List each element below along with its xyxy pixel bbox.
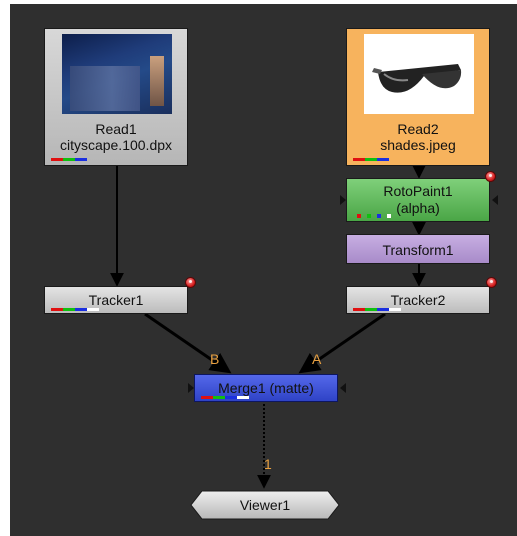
node-title: Tracker1 (88, 292, 144, 308)
channel-alpha (237, 396, 249, 399)
node-merge1[interactable]: Merge1 (matte) (194, 374, 338, 402)
wire-tracker1-merge-b[interactable] (144, 312, 232, 374)
node-filename: cityscape.100.dpx (59, 137, 173, 153)
thumbnail-figure (150, 56, 164, 106)
node-title: Transform1 (382, 242, 454, 258)
merge-input-a-label: A (312, 351, 322, 367)
channel-alpha (389, 308, 401, 311)
node-tracker1[interactable]: Tracker1 (44, 286, 188, 314)
channel-blue (75, 158, 87, 161)
animation-badge-icon (185, 277, 196, 288)
channel-green (365, 158, 377, 161)
channel-green (63, 308, 75, 311)
sunglasses-icon (372, 64, 462, 93)
thumbnail-building (70, 66, 140, 111)
channel-red (51, 158, 63, 161)
node-title: Read1 (95, 121, 137, 137)
channel-green (63, 158, 75, 161)
wire-tracker2-merge-a[interactable] (298, 312, 386, 374)
output-arrow[interactable] (340, 383, 346, 393)
thumbnail-read2 (364, 34, 474, 114)
connection-wires (110, 164, 426, 489)
mask-input-arrow[interactable] (188, 383, 194, 393)
node-read2[interactable]: Read2 shades.jpeg (346, 28, 490, 166)
node-title: Merge1 (matte) (218, 380, 314, 396)
channel-blue (377, 308, 389, 311)
node-tracker2[interactable]: Tracker2 (346, 286, 490, 314)
node-viewer1[interactable]: Viewer1 (190, 490, 340, 520)
viewer-node-shape (190, 490, 340, 520)
mask-input-arrow[interactable] (340, 195, 346, 205)
channel-dots (357, 214, 407, 218)
animation-badge-icon (486, 277, 497, 288)
channel-red (51, 308, 63, 311)
node-transform1[interactable]: Transform1 (346, 234, 490, 264)
node-channel: (alpha) (396, 200, 440, 216)
channel-green (213, 396, 225, 399)
node-rotopaint1[interactable]: RotoPaint1 (alpha) (346, 178, 490, 222)
viewer-input-label: 1 (264, 456, 272, 472)
node-graph[interactable]: Read1 cityscape.100.dpx Read2 shades.jpe… (10, 4, 517, 536)
channel-blue (225, 396, 237, 399)
channel-blue (377, 158, 389, 161)
channel-blue (75, 308, 87, 311)
node-title: RotoPaint1 (383, 183, 453, 199)
output-arrow[interactable] (492, 195, 498, 205)
node-read1[interactable]: Read1 cityscape.100.dpx (44, 28, 188, 166)
node-title: Read2 (397, 121, 439, 137)
thumbnail-read1 (62, 34, 172, 114)
node-title: Tracker2 (390, 292, 446, 308)
channel-red (353, 308, 365, 311)
channel-red (353, 158, 365, 161)
channel-red (201, 396, 213, 399)
node-filename: shades.jpeg (380, 137, 456, 153)
channel-alpha (87, 308, 99, 311)
merge-input-b-label: B (210, 351, 220, 367)
node-title: Viewer1 (239, 497, 291, 513)
animation-badge-icon (485, 171, 496, 182)
channel-green (365, 308, 377, 311)
